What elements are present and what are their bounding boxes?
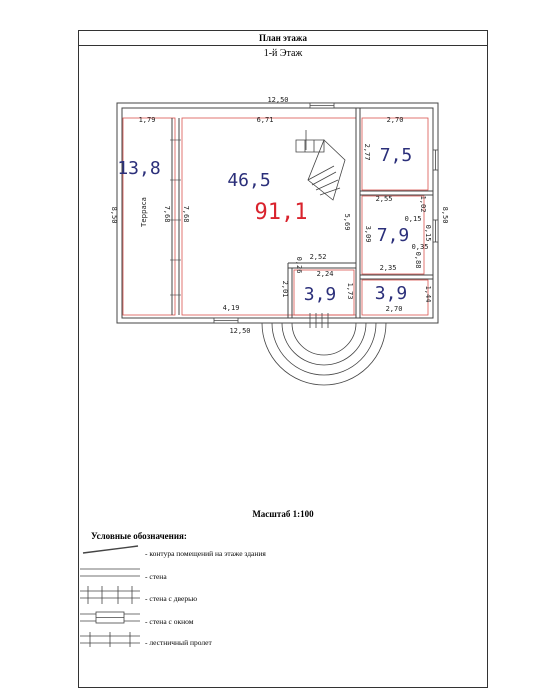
area-top-right: 7,5 (380, 145, 413, 166)
terrace-posts (170, 139, 181, 296)
legend-wall-door-symbol (80, 586, 140, 604)
dim-top-total: 12,50 (267, 96, 288, 104)
dim-room-r1-h: 2,77 (363, 144, 371, 161)
legend-wall-label: - стена (145, 572, 167, 581)
legend-wall-symbol (80, 568, 140, 577)
floor-name: 1-й Этаж (263, 48, 303, 59)
dim-right-height: 8,50 (441, 207, 449, 224)
dim-left-height: 8,50 (110, 207, 118, 224)
plan-sheet: План этажа 1-й Этаж Масштаб 1:100 Условн… (78, 30, 488, 688)
entrance-steps (261, 313, 387, 386)
legend-stair-label: - лестничный пролет (145, 638, 212, 647)
area-main: 46,5 (227, 170, 270, 191)
dim-2-01: 2,01 (281, 281, 289, 298)
legend-title: Условные обозначения: (91, 531, 187, 541)
dim-2-70-bottom: 2,70 (386, 305, 403, 313)
dim-terrace-h2: 7,68 (182, 206, 190, 223)
interior-walls (171, 108, 433, 318)
dim-3-09: 3,09 (364, 226, 372, 243)
dim-0-26: 0,26 (295, 257, 303, 274)
dim-bottom-left: 4,19 (223, 304, 240, 312)
plan-title: План этажа (79, 31, 487, 46)
dim-2-35: 2,35 (380, 264, 397, 272)
area-terrace: 13,8 (117, 158, 160, 179)
dim-top-left: 1,79 (139, 116, 156, 124)
dim-2-24: 2,24 (317, 270, 334, 278)
area-bottom-right: 3,9 (375, 283, 408, 304)
area-total: 91,1 (255, 200, 308, 225)
dim-terrace-h1: 7,68 (163, 206, 171, 223)
dim-5-69: 5,69 (343, 214, 351, 231)
legend-wall-window-label: - стена с окном (145, 617, 194, 626)
dim-0-35: 0,35 (412, 243, 429, 251)
dim-top-right: 2,70 (387, 116, 404, 124)
room-contours (122, 117, 429, 316)
dim-2-52: 2,52 (310, 253, 327, 261)
legend-wall-door-label: - стена с дверью (145, 594, 198, 603)
dim-0-15a: 0,15 (405, 215, 422, 223)
legend-contour-symbol (82, 545, 139, 554)
scale-label: Масштаб 1:100 (252, 509, 314, 519)
windows (213, 102, 439, 324)
stair-flight (295, 130, 346, 201)
dim-1-02: 1,02 (419, 196, 427, 213)
legend-stair-symbol (80, 632, 140, 647)
dim-1-44: 1,44 (424, 286, 432, 303)
legend-wall-window-symbol (80, 611, 140, 624)
terrace-label: Терраса (140, 197, 148, 228)
area-bottom-mid: 3,9 (304, 284, 337, 305)
dim-0-15b: 0,15 (424, 225, 432, 242)
dim-0-88: 0,88 (414, 252, 422, 269)
dim-bottom-total: 12,50 (229, 327, 250, 335)
area-mid-right: 7,9 (377, 225, 410, 246)
legend-contour-label: - контура помещений на этаже здания (145, 549, 266, 558)
dim-top-mid: 6,71 (257, 116, 274, 124)
dim-room-r2-w: 2,55 (376, 195, 393, 203)
dim-1-73: 1,73 (346, 283, 354, 300)
